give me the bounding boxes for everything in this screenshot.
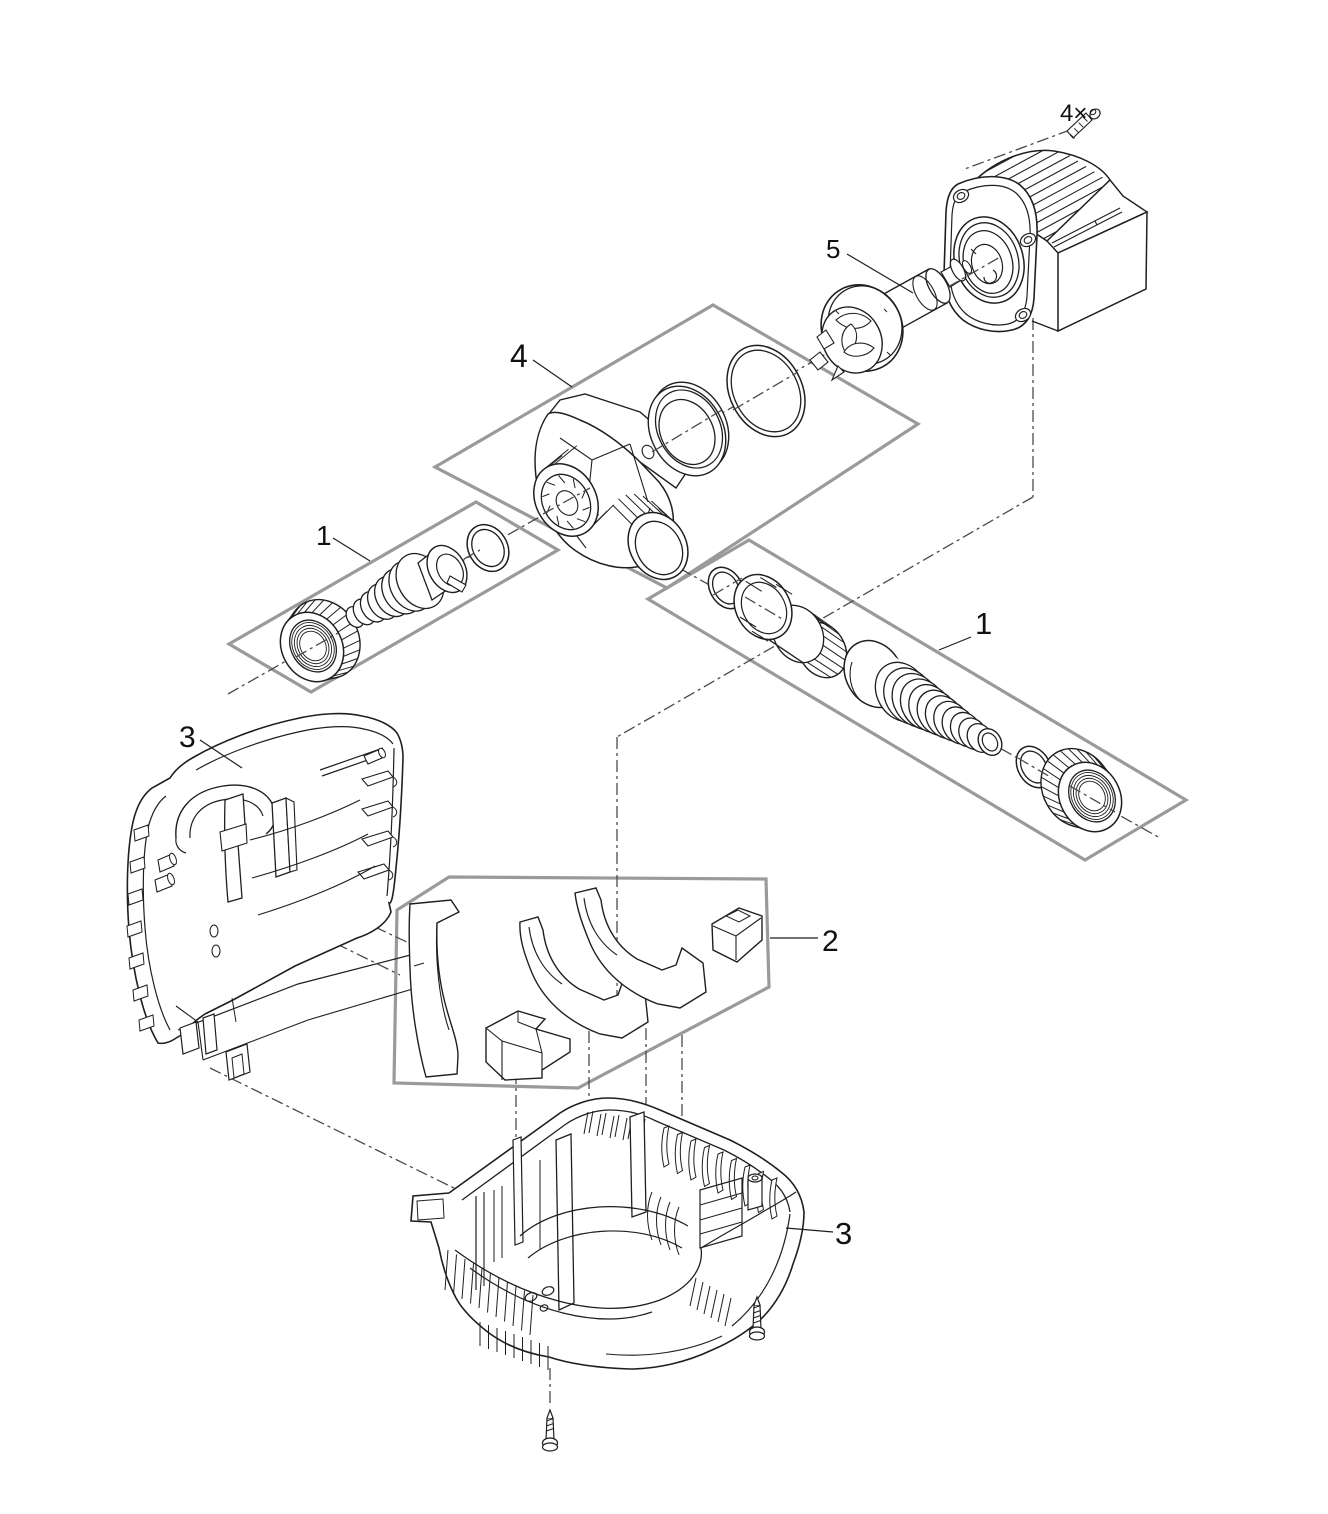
svg-text:4×: 4× <box>1060 100 1087 127</box>
svg-text:3: 3 <box>835 1216 852 1251</box>
svg-text:1: 1 <box>975 606 992 641</box>
svg-text:3: 3 <box>179 721 196 754</box>
svg-text:5: 5 <box>826 234 840 264</box>
svg-text:1: 1 <box>316 520 332 551</box>
svg-text:2: 2 <box>822 925 839 958</box>
svg-text:4: 4 <box>510 338 528 374</box>
